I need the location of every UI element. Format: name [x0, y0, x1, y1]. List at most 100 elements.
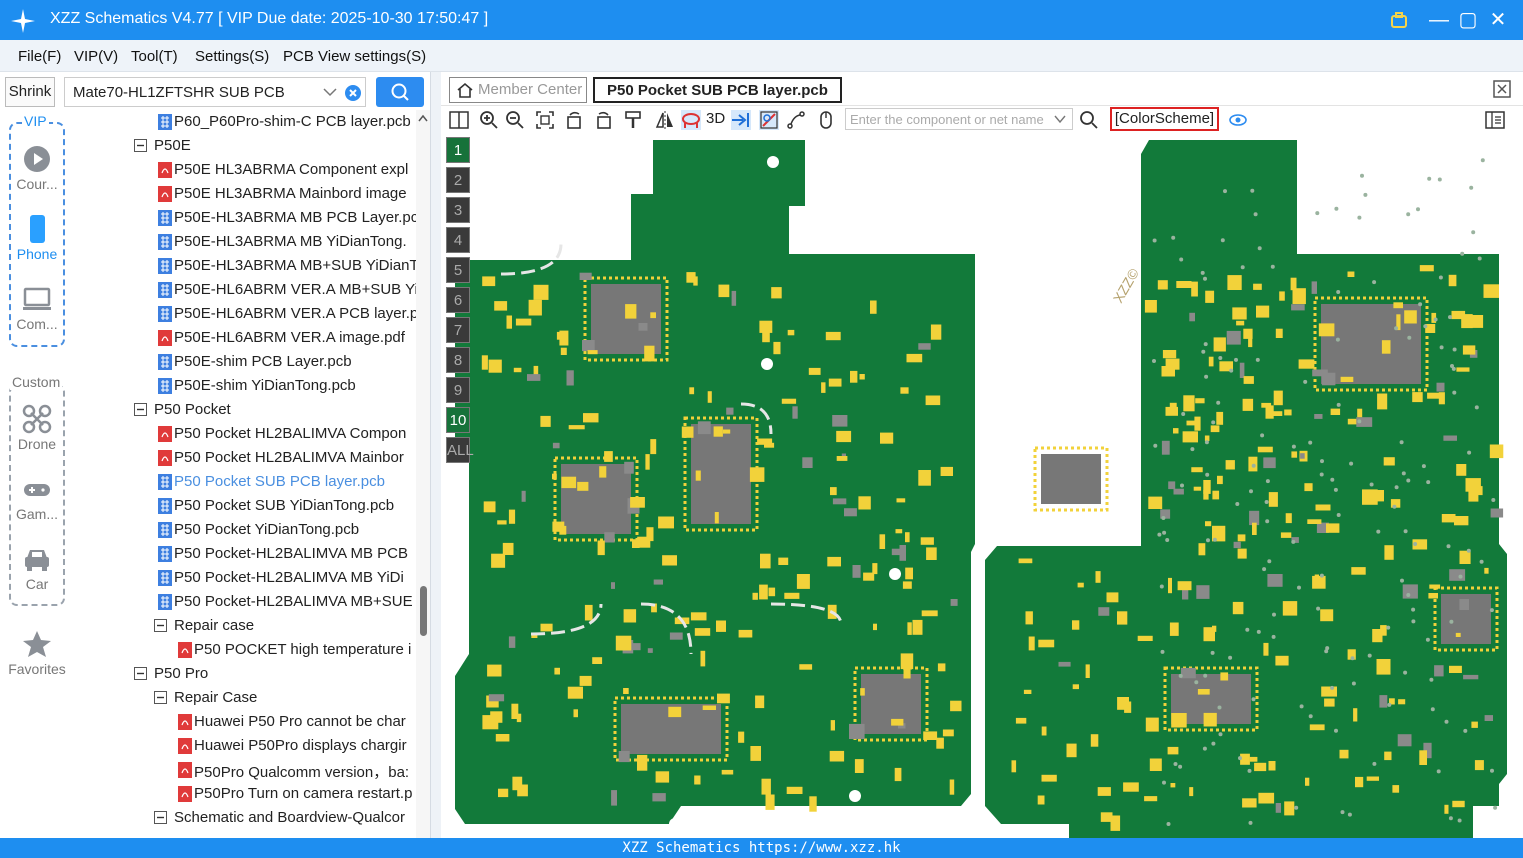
tree-file[interactable]: P60_P60Pro-shim-C PCB layer.pcb	[74, 110, 416, 134]
clear-icon[interactable]	[344, 84, 362, 102]
layer-button-6[interactable]: 6	[446, 287, 470, 313]
tree-folder[interactable]: Repair Case	[74, 686, 416, 710]
layer-button-5[interactable]: 5	[446, 257, 470, 283]
close-tabs-icon[interactable]	[1493, 80, 1511, 98]
menu-file[interactable]: File(F)	[18, 48, 62, 65]
collapse-icon[interactable]	[154, 619, 167, 632]
tree-file[interactable]: P50E-HL3ABRMA MB+SUB YiDianT	[74, 254, 419, 278]
rail-computer[interactable]: Com...	[0, 284, 74, 332]
rail-games[interactable]: Gam...	[0, 474, 74, 522]
measure-icon[interactable]	[786, 110, 806, 130]
maximize-button[interactable]: ▢	[1458, 9, 1478, 31]
tree-scrollbar[interactable]	[416, 110, 430, 838]
mirror-icon[interactable]	[655, 110, 675, 130]
tree-scroll-thumb[interactable]	[420, 586, 427, 636]
tree-file[interactable]: P50 Pocket-HL2BALIMVA MB PCB	[74, 542, 416, 566]
panel-toggle-icon[interactable]	[1485, 110, 1505, 130]
tree-file[interactable]: P50E-shim YiDianTong.pcb	[74, 374, 416, 398]
rotate-left-icon[interactable]	[565, 110, 585, 130]
menu-vip[interactable]: VIP(V)	[74, 48, 119, 65]
collapse-icon[interactable]	[154, 691, 167, 704]
mouse-icon[interactable]	[816, 110, 836, 130]
briefcase-icon[interactable]	[1386, 6, 1412, 34]
pin-select-icon[interactable]	[731, 110, 751, 130]
fit-view-icon[interactable]	[535, 110, 555, 130]
tree-file[interactable]: P50 POCKET high temperature i	[74, 638, 416, 662]
tree-folder[interactable]: P50 Pro	[74, 662, 416, 686]
layer-button-1[interactable]: 1	[446, 137, 470, 163]
menu-tool[interactable]: Tool(T)	[131, 48, 178, 65]
layer-button-4[interactable]: 4	[446, 227, 470, 253]
layer-button-9[interactable]: 9	[446, 377, 470, 403]
tree-file[interactable]: P50 Pocket YiDianTong.pcb	[74, 518, 416, 542]
shrink-button[interactable]: Shrink	[5, 77, 55, 107]
chevron-down-icon[interactable]	[323, 86, 337, 98]
minimize-button[interactable]: —	[1429, 9, 1449, 31]
eye-icon[interactable]	[1228, 110, 1248, 130]
tree-file[interactable]: P50E-HL6ABRM VER.A image.pdf	[74, 326, 416, 350]
menu-settings[interactable]: Settings(S)	[195, 48, 270, 65]
tree-folder[interactable]: Schematic and Boardview-Qualcor	[74, 806, 416, 830]
layer-button-10[interactable]: 10	[446, 407, 470, 433]
tree-label: P50 Pocket HL2BALIMVA Mainbor	[174, 449, 404, 466]
layer-button-8[interactable]: 8	[446, 347, 470, 373]
rail-courses[interactable]: Cour...	[0, 144, 74, 192]
collapse-icon[interactable]	[134, 667, 147, 680]
tree-file[interactable]: P50Pro Qualcomm version，ba:	[74, 758, 416, 782]
tree-file[interactable]: P50 Pocket-HL2BALIMVA MB YiDi	[74, 566, 416, 590]
zoom-in-icon[interactable]	[479, 110, 499, 130]
rail-favorites[interactable]: Favorites	[0, 629, 74, 677]
layer-button-3[interactable]: 3	[446, 197, 470, 223]
layer-button-2[interactable]: 2	[446, 167, 470, 193]
scroll-up-icon[interactable]	[418, 114, 428, 122]
tree-label: P50Pro Qualcomm version，ba:	[194, 764, 410, 781]
tree-file[interactable]: P50E HL3ABRMA Component expl	[74, 158, 416, 182]
tree-file[interactable]: P50E-HL3ABRMA MB YiDianTong.	[74, 230, 416, 254]
panel-splitter[interactable]	[430, 72, 441, 838]
zoom-out-icon[interactable]	[505, 110, 525, 130]
pcb-canvas[interactable]: XZZ©	[441, 134, 1523, 838]
rotate-right-icon[interactable]	[593, 110, 613, 130]
tree-file[interactable]: P50E-HL6ABRM VER.A MB+SUB Yi	[74, 278, 418, 302]
tree-folder[interactable]: P50 Pocket	[74, 398, 416, 422]
rail-phone[interactable]: Phone	[0, 214, 74, 262]
paint-brush-icon[interactable]	[623, 110, 643, 130]
tab-pcb-file[interactable]: P50 Pocket SUB PCB layer.pcb	[593, 77, 842, 103]
tree-file[interactable]: P50E-HL3ABRMA MB PCB Layer.pc	[74, 206, 418, 230]
tree-file[interactable]: P50 Pocket SUB PCB layer.pcb	[74, 470, 416, 494]
tree-file[interactable]: P50E-HL6ABRM VER.A PCB layer.p	[74, 302, 418, 326]
collapse-icon[interactable]	[154, 811, 167, 824]
close-button[interactable]: ✕	[1489, 9, 1507, 31]
net-search-input[interactable]: Enter the component or net name	[845, 108, 1073, 130]
3d-toggle[interactable]: 3D	[706, 110, 726, 127]
tab-member-center[interactable]: Member Center	[449, 77, 587, 103]
layer-button-7[interactable]: 7	[446, 317, 470, 343]
collapse-icon[interactable]	[134, 139, 147, 152]
rail-car[interactable]: Car	[0, 544, 74, 592]
tree-file[interactable]: P50 Pocket HL2BALIMVA Mainbor	[74, 446, 416, 470]
pcb-file-icon	[158, 570, 172, 586]
net-highlight-icon[interactable]	[759, 110, 779, 130]
pcb-board-view[interactable]: XZZ©	[441, 134, 1523, 838]
tree-file[interactable]: P50 Pocket HL2BALIMVA Compon	[74, 422, 416, 446]
collapse-icon[interactable]	[134, 403, 147, 416]
chevron-down-icon[interactable]	[1054, 114, 1066, 124]
tree-file[interactable]: P50Pro Turn on camera restart.p	[74, 782, 416, 806]
model-search-combo[interactable]: Mate70-HL1ZFTSHR SUB PCB	[64, 77, 366, 107]
tree-file[interactable]: P50 Pocket SUB YiDianTong.pcb	[74, 494, 416, 518]
tree-file[interactable]: Huawei P50 Pro cannot be char	[74, 710, 416, 734]
color-scheme-button[interactable]: [ColorScheme]	[1110, 107, 1219, 131]
flip-board-icon[interactable]	[681, 110, 701, 130]
tree-file[interactable]: P50 Pocket-HL2BALIMVA MB+SUE	[74, 590, 416, 614]
tree-file[interactable]: P50E HL3ABRMA Mainbord image	[74, 182, 416, 206]
tree-file[interactable]: P50E-shim PCB Layer.pcb	[74, 350, 416, 374]
tree-folder[interactable]: Repair case	[74, 614, 416, 638]
tree-folder[interactable]: P50E	[74, 134, 416, 158]
split-view-icon[interactable]	[449, 110, 469, 130]
menu-pcb-view-settings[interactable]: PCB View settings(S)	[283, 48, 427, 65]
net-search-icon[interactable]	[1079, 110, 1099, 130]
rail-drone[interactable]: Drone	[0, 404, 74, 452]
tree-file[interactable]: Huawei P50Pro displays chargir	[74, 734, 416, 758]
layer-button-all[interactable]: ALL	[446, 437, 474, 463]
search-button[interactable]	[376, 77, 424, 107]
